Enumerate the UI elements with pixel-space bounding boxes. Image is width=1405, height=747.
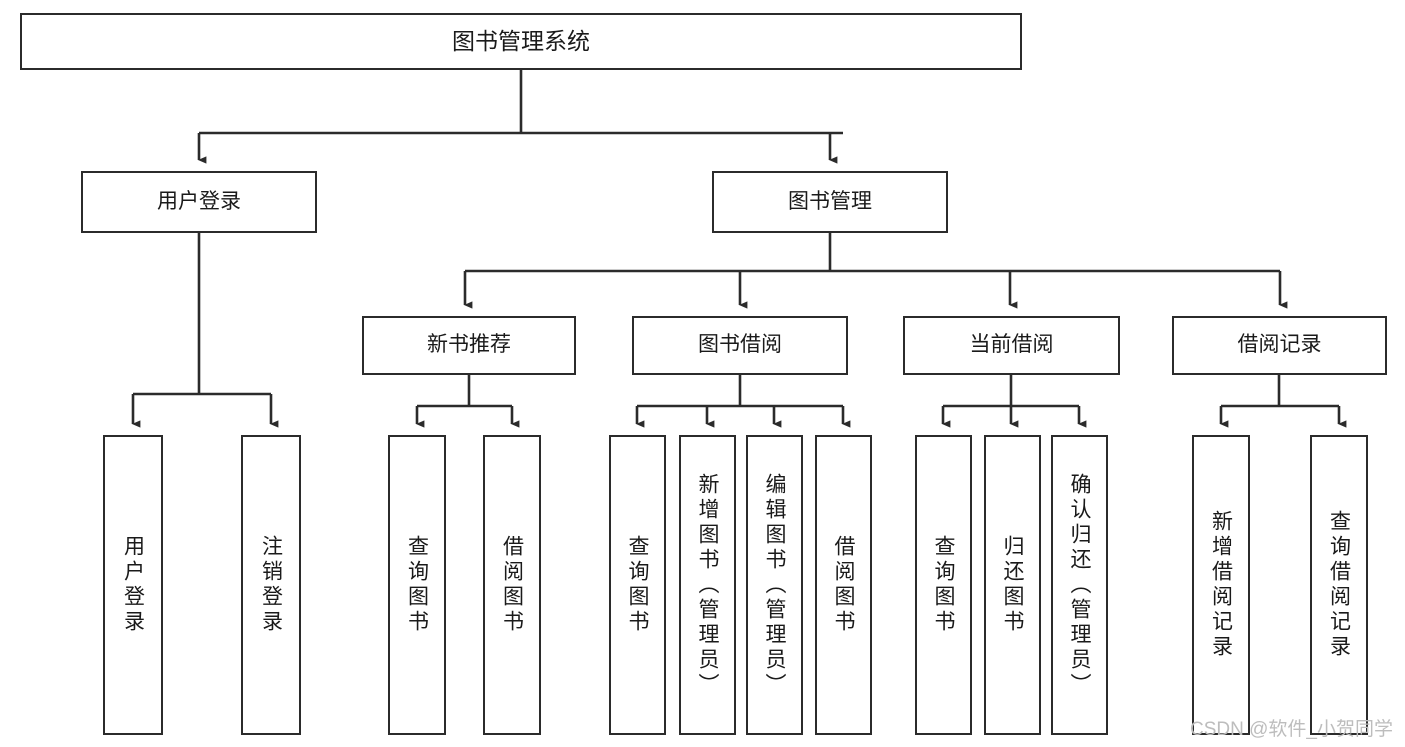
node-user-login[interactable]: 用户登录 xyxy=(81,171,317,233)
leaf-query-borrow-record[interactable]: 查询借阅记录 xyxy=(1310,435,1368,735)
node-label: 图书管理 xyxy=(788,189,872,213)
node-label: 新增图书（管理员） xyxy=(696,472,719,698)
node-label: 归还图书 xyxy=(1001,535,1024,635)
connectors-borrow-records xyxy=(1219,375,1347,428)
node-label: 查询图书 xyxy=(626,535,649,635)
leaf-query-books-recommend[interactable]: 查询图书 xyxy=(388,435,446,735)
node-label: 注销登录 xyxy=(259,535,283,635)
node-label: 新书推荐 xyxy=(427,333,511,357)
node-label: 图书借阅 xyxy=(698,333,782,357)
leaf-borrow-book[interactable]: 借阅图书 xyxy=(815,435,872,735)
connectors-current-borrow xyxy=(941,375,1087,428)
node-label: 当前借阅 xyxy=(969,333,1054,357)
node-label: 借阅图书 xyxy=(500,535,524,635)
leaf-user-login[interactable]: 用户登录 xyxy=(103,435,163,735)
node-root-system[interactable]: 图书管理系统 xyxy=(20,13,1022,70)
node-label: 查询图书 xyxy=(405,535,429,635)
leaf-query-books-borrow[interactable]: 查询图书 xyxy=(609,435,666,735)
connectors-book-management xyxy=(463,233,1288,309)
leaf-logout-login[interactable]: 注销登录 xyxy=(241,435,301,735)
node-current-borrow[interactable]: 当前借阅 xyxy=(903,316,1120,375)
node-book-borrow[interactable]: 图书借阅 xyxy=(632,316,848,375)
node-book-management[interactable]: 图书管理 xyxy=(712,171,948,233)
node-label: 编辑图书（管理员） xyxy=(763,472,786,698)
leaf-query-books-current[interactable]: 查询图书 xyxy=(915,435,972,735)
node-label: 借阅记录 xyxy=(1237,333,1322,357)
node-label: 用户登录 xyxy=(157,189,241,213)
node-new-book-recommend[interactable]: 新书推荐 xyxy=(362,316,576,375)
connectors-book-borrow xyxy=(635,375,851,428)
leaf-return-book[interactable]: 归还图书 xyxy=(984,435,1041,735)
node-label: 新增借阅记录 xyxy=(1209,510,1233,660)
leaf-edit-book-admin[interactable]: 编辑图书（管理员） xyxy=(746,435,803,735)
node-label: 确认归还（管理员） xyxy=(1068,472,1091,698)
connectors-new-book-recommend xyxy=(415,375,520,428)
connectors-root xyxy=(197,70,843,164)
leaf-confirm-return-admin[interactable]: 确认归还（管理员） xyxy=(1051,435,1108,735)
leaf-borrow-books-recommend[interactable]: 借阅图书 xyxy=(483,435,541,735)
node-borrow-records[interactable]: 借阅记录 xyxy=(1172,316,1387,375)
connectors-user-login xyxy=(131,233,279,428)
node-label: 查询借阅记录 xyxy=(1327,510,1351,660)
node-label: 借阅图书 xyxy=(832,535,855,635)
node-label: 用户登录 xyxy=(121,535,145,635)
node-label: 图书管理系统 xyxy=(452,27,590,54)
node-label: 查询图书 xyxy=(932,535,955,635)
leaf-add-borrow-record[interactable]: 新增借阅记录 xyxy=(1192,435,1250,735)
leaf-add-book-admin[interactable]: 新增图书（管理员） xyxy=(679,435,736,735)
